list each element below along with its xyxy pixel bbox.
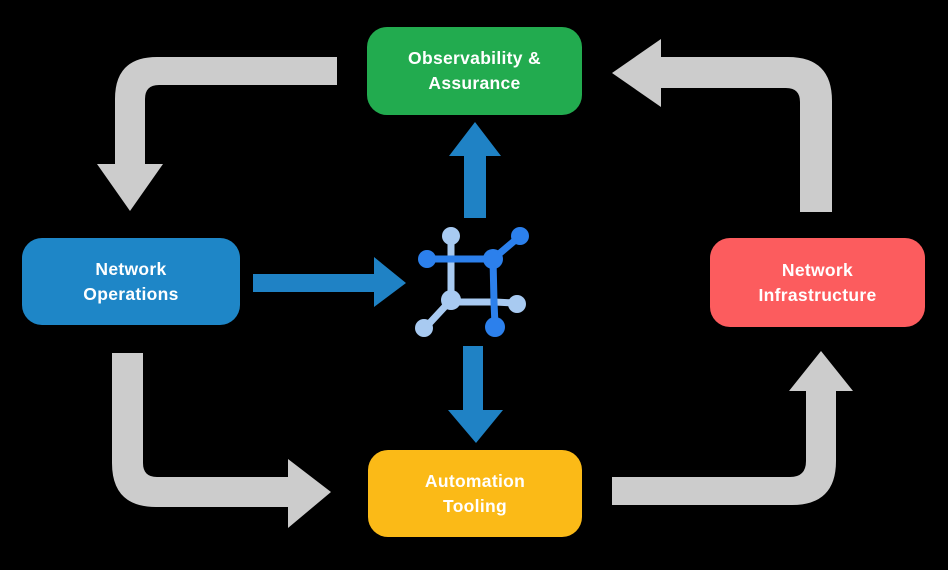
node-infrastructure-label: Network Infrastructure xyxy=(758,259,877,305)
node-observability-assurance: Observability & Assurance xyxy=(367,27,582,115)
node-operations-label: Network Operations xyxy=(83,258,179,304)
node-automation-tooling: Automation Tooling xyxy=(368,450,582,537)
arrow-automation-to-infrastructure xyxy=(612,351,853,505)
arrow-center-to-observability xyxy=(449,122,501,218)
arrow-observability-to-operations xyxy=(97,57,337,211)
node-network-infrastructure: Network Infrastructure xyxy=(710,238,925,327)
arrow-operations-to-center xyxy=(253,257,406,307)
node-automation-label: Automation Tooling xyxy=(424,470,526,516)
arrow-center-to-automation xyxy=(448,346,503,443)
arrow-infrastructure-to-observability xyxy=(612,39,832,212)
arrow-operations-to-automation xyxy=(112,353,331,528)
node-observability-label: Observability & Assurance xyxy=(408,48,541,93)
network-mesh-icon xyxy=(415,227,529,337)
node-network-operations: Network Operations xyxy=(22,238,240,325)
